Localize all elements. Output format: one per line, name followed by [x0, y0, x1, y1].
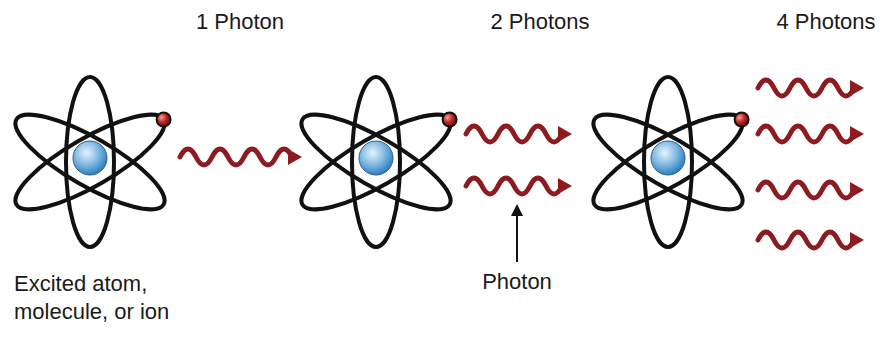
atom-2	[290, 77, 461, 247]
label-slot: 4 Photons	[776, 8, 875, 36]
label: 4 Photons	[776, 8, 875, 36]
photon-wave	[758, 80, 864, 96]
label-slot: 2 Photons	[490, 8, 589, 36]
label: Photon	[482, 268, 552, 296]
atom-1	[4, 77, 175, 247]
atom-3	[582, 77, 753, 247]
label: 1 Photon	[196, 8, 284, 36]
photon-wave	[466, 126, 572, 142]
photon-wave	[758, 232, 864, 248]
label-slot: Photon	[482, 268, 552, 296]
photon-wave	[180, 149, 302, 165]
photon-wave	[466, 178, 572, 194]
photon-wave	[758, 182, 864, 198]
label-slot: 1 Photon	[196, 8, 284, 36]
label-slot: Excited atom, molecule, or ion	[14, 270, 189, 326]
label: 2 Photons	[490, 8, 589, 36]
photon-wave	[758, 126, 864, 142]
pointer-head	[511, 204, 523, 216]
pointer-line	[516, 214, 518, 262]
label: Excited atom, molecule, or ion	[14, 270, 189, 326]
